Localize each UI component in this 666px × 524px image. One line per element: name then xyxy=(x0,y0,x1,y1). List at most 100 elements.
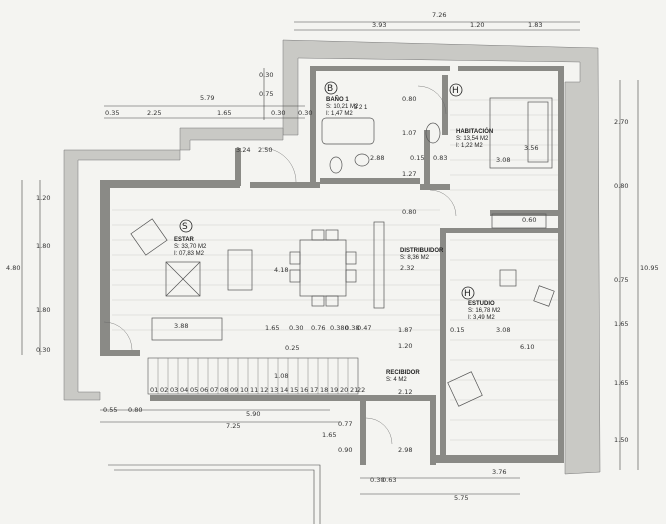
svg-text:5.79: 5.79 xyxy=(200,94,214,102)
sideboard xyxy=(373,221,385,309)
step-number: 01 xyxy=(150,386,158,394)
estudio-name: ESTUDIO xyxy=(468,301,495,307)
dim-top-b: 1.20 xyxy=(470,21,484,29)
svg-text:0.77: 0.77 xyxy=(338,420,352,428)
svg-text:1.20: 1.20 xyxy=(398,342,412,350)
estar-name: ESTAR xyxy=(174,237,195,243)
room-labels: BAÑO 1 S: 10,21 M2 I: 1,47 M2 3 2 1 HABI… xyxy=(174,96,501,383)
staircase xyxy=(147,357,359,395)
step-number: 12 xyxy=(260,386,268,394)
svg-text:0.55: 0.55 xyxy=(103,406,117,414)
habitacion-badge: H xyxy=(452,86,459,96)
svg-text:3.76: 3.76 xyxy=(492,468,506,476)
step-number: 05 xyxy=(190,386,198,394)
svg-text:3.56: 3.56 xyxy=(524,144,538,152)
svg-text:5.75: 5.75 xyxy=(454,494,468,502)
svg-text:0.30: 0.30 xyxy=(271,109,285,117)
svg-text:3.88: 3.88 xyxy=(174,322,188,330)
step-number: 14 xyxy=(280,386,288,394)
svg-text:5.90: 5.90 xyxy=(246,410,260,418)
estar-badge-circle xyxy=(179,219,193,233)
dim-top-total: 7.26 xyxy=(432,11,446,19)
svg-text:1.80: 1.80 xyxy=(36,242,50,250)
svg-text:3.24: 3.24 xyxy=(236,146,250,154)
bano-surface: S: 10,21 M2 xyxy=(326,104,359,110)
bidet xyxy=(425,122,441,144)
dim-top-a: 3.93 xyxy=(372,21,386,29)
room-badges: B H S H xyxy=(179,81,475,300)
step-number: 07 xyxy=(210,386,218,394)
estar-badge: S xyxy=(182,222,188,232)
svg-text:0.30: 0.30 xyxy=(289,324,303,332)
terrace-outline xyxy=(108,464,321,524)
svg-text:1.65: 1.65 xyxy=(614,379,628,387)
svg-text:2.32: 2.32 xyxy=(400,264,414,272)
recibidor-name: RECIBIDOR xyxy=(386,370,420,376)
walls xyxy=(100,66,564,465)
svg-text:4.18: 4.18 xyxy=(274,266,288,274)
svg-text:0.25: 0.25 xyxy=(285,344,299,352)
estar-interior: I: 07,83 M2 xyxy=(174,251,205,257)
habitacion-interior: I: 1,22 M2 xyxy=(456,143,483,149)
estar-surface: S: 33,70 M2 xyxy=(174,244,207,250)
step-number: 10 xyxy=(240,386,248,394)
svg-text:2.70: 2.70 xyxy=(614,118,628,126)
svg-text:1.65: 1.65 xyxy=(217,109,231,117)
svg-text:1.80: 1.80 xyxy=(36,306,50,314)
svg-text:7.25: 7.25 xyxy=(226,422,240,430)
svg-text:2.50: 2.50 xyxy=(258,146,272,154)
estudio-surface: S: 16,78 M2 xyxy=(468,308,501,314)
svg-text:0.15: 0.15 xyxy=(410,154,424,162)
armchair-estudio xyxy=(533,285,555,307)
svg-text:0.15: 0.15 xyxy=(450,326,464,334)
recibidor-surface: S: 4 M2 xyxy=(386,377,407,383)
svg-text:0.30: 0.30 xyxy=(298,109,312,117)
svg-text:0.80: 0.80 xyxy=(402,95,416,103)
step-number: 03 xyxy=(170,386,178,394)
step-number: 21 xyxy=(350,386,358,394)
svg-text:0.30: 0.30 xyxy=(370,476,384,484)
svg-text:4.80: 4.80 xyxy=(6,264,20,272)
svg-text:1.27: 1.27 xyxy=(402,170,416,178)
step-number: 09 xyxy=(230,386,238,394)
svg-text:1.07: 1.07 xyxy=(402,129,416,137)
habitacion-badge-circle xyxy=(449,83,463,97)
svg-text:2.12: 2.12 xyxy=(398,388,412,396)
svg-text:2.25: 2.25 xyxy=(147,109,161,117)
svg-text:1.87: 1.87 xyxy=(398,326,412,334)
svg-text:1.08: 1.08 xyxy=(274,372,288,380)
desk-chair xyxy=(499,269,517,287)
habitacion-surface: S: 13,54 M2 xyxy=(456,136,489,142)
armchair-estudio-2 xyxy=(447,371,483,407)
stair-step-numbers: 01 02 03 04 05 06 07 08 09 10 11 12 13 1… xyxy=(150,386,365,394)
step-number: 11 xyxy=(250,386,258,394)
step-number: 15 xyxy=(290,386,298,394)
svg-text:2.88: 2.88 xyxy=(370,154,384,162)
wardrobe xyxy=(491,213,547,229)
distribuidor-surface: S: 8,36 M2 xyxy=(400,255,430,261)
svg-text:0.75: 0.75 xyxy=(259,90,273,98)
floor-texture xyxy=(112,99,560,441)
svg-text:0.35: 0.35 xyxy=(105,109,119,117)
step-number: 20 xyxy=(340,386,348,394)
svg-text:3.08: 3.08 xyxy=(496,156,510,164)
step-number: 19 xyxy=(330,386,338,394)
svg-text:3.08: 3.08 xyxy=(496,326,510,334)
step-number: 04 xyxy=(180,386,188,394)
svg-text:2.98: 2.98 xyxy=(398,446,412,454)
svg-text:0.380: 0.380 xyxy=(330,324,349,332)
svg-text:0.75: 0.75 xyxy=(614,276,628,284)
rug xyxy=(165,261,201,297)
bano-steps: 3 2 1 xyxy=(354,105,368,111)
svg-text:1.65: 1.65 xyxy=(265,324,279,332)
bano-badge-circle xyxy=(324,81,338,95)
estudio-interior: I: 3,49 M2 xyxy=(468,315,495,321)
svg-text:6.10: 6.10 xyxy=(520,343,534,351)
habitacion-name: HABITACIÓN xyxy=(456,127,493,135)
step-number: 02 xyxy=(160,386,168,394)
svg-text:0.30: 0.30 xyxy=(259,71,273,79)
sink xyxy=(354,153,370,167)
svg-text:0.38: 0.38 xyxy=(345,324,359,332)
step-number: 16 xyxy=(300,386,308,394)
